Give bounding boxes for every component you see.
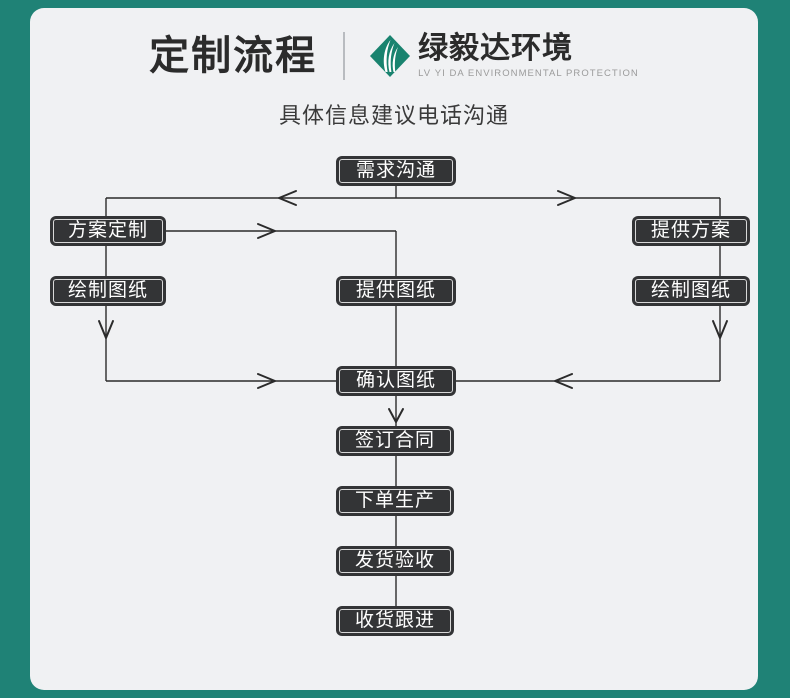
node-draw-right[interactable]: 绘制图纸	[632, 276, 750, 306]
header-divider	[343, 32, 346, 80]
flowchart-connectors	[98, 186, 728, 606]
flowchart: 需求沟通 方案定制 提供方案 绘制图纸 提供图纸 绘制图纸 确认图纸 签订合同 …	[30, 8, 758, 690]
node-order-prod[interactable]: 下单生产	[336, 486, 454, 516]
node-sign-contract[interactable]: 签订合同	[336, 426, 454, 456]
arrow-bottom-right	[257, 373, 276, 389]
node-label: 需求沟通	[355, 160, 436, 181]
brand-name-cn: 绿毅达环境	[418, 32, 574, 66]
node-label: 绘制图纸	[650, 280, 731, 301]
node-demand[interactable]: 需求沟通	[336, 156, 456, 186]
node-label: 收货跟进	[354, 610, 435, 631]
node-label: 下单生产	[354, 490, 435, 511]
brand-text: 绿毅达环境 LV YI DA ENVIRONMENTAL PROTECTION	[418, 33, 639, 79]
node-label: 提供方案	[650, 220, 731, 241]
node-label: 提供图纸	[355, 280, 436, 301]
node-receive-follow[interactable]: 收货跟进	[336, 606, 454, 636]
arrow-right-rail-down	[712, 320, 728, 339]
arrow-bottom-left	[554, 373, 573, 389]
node-ship-accept[interactable]: 发货验收	[336, 546, 454, 576]
arrow-left-rail-down	[98, 320, 114, 339]
node-confirm-draw[interactable]: 确认图纸	[336, 366, 456, 396]
node-label: 方案定制	[67, 220, 148, 241]
node-plan-custom[interactable]: 方案定制	[50, 216, 166, 246]
node-label: 绘制图纸	[67, 280, 148, 301]
arrow-top-left	[278, 190, 297, 206]
node-provide-plan[interactable]: 提供方案	[632, 216, 750, 246]
page-header: 定制流程 绿毅达环境 LV YI DA ENVIRONMENTAL PROTEC…	[30, 20, 758, 92]
arrow-row2-right	[257, 223, 276, 239]
node-draw-left[interactable]: 绘制图纸	[50, 276, 166, 306]
page-subtitle: 具体信息建议电话沟通	[278, 103, 509, 128]
node-provide-draw[interactable]: 提供图纸	[336, 276, 456, 306]
node-label: 发货验收	[354, 550, 435, 571]
node-label: 签订合同	[354, 430, 435, 451]
node-label: 确认图纸	[355, 370, 436, 391]
green-leaf-diamond-logo-icon	[370, 35, 411, 77]
page-title: 定制流程	[149, 34, 318, 78]
arrow-confirm-down	[388, 408, 404, 423]
content-card: 定制流程 绿毅达环境 LV YI DA ENVIRONMENTAL PROTEC…	[30, 8, 758, 690]
brand-lockup: 绿毅达环境 LV YI DA ENVIRONMENTAL PROTECTION	[369, 33, 639, 79]
arrow-top-right	[557, 190, 576, 206]
brand-name-en: LV YI DA ENVIRONMENTAL PROTECTION	[418, 67, 639, 79]
